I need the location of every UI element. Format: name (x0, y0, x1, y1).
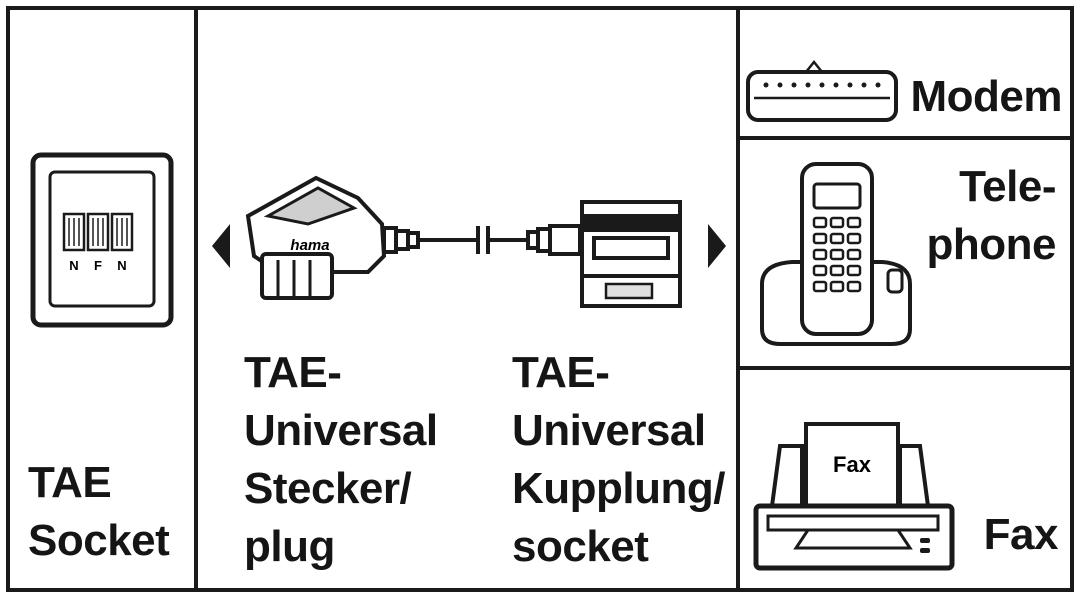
tae-plug-icon (245, 175, 420, 300)
jack-letter-n1: N (69, 258, 78, 273)
telephone-icon (760, 162, 912, 346)
socket-panel: N F N TAE Socket (6, 6, 198, 592)
modem-label: Modem (910, 72, 1063, 121)
telephone-panel: Tele- phone (736, 136, 1074, 370)
plug-label: TAE- Universal Stecker/ plug (244, 348, 438, 571)
modem-panel: Modem (736, 6, 1074, 140)
modem-icon (746, 59, 898, 122)
connector-panel: hama TAE- Universal Stecker/ plug TAE- U… (194, 6, 740, 592)
coupling-label: TAE- Universal Kupplung/ socket (512, 348, 726, 571)
arrow-right-icon (708, 224, 726, 268)
connector-illustration: hama (212, 175, 726, 308)
jack-letter-f: F (94, 258, 102, 273)
tae-coupling-icon (526, 200, 682, 308)
telephone-label: Tele- phone (926, 162, 1057, 269)
fax-label: Fax (983, 510, 1059, 559)
jack-letter-n2: N (117, 258, 126, 273)
fax-paper-text: Fax (833, 452, 872, 477)
brand-logo: hama (290, 237, 329, 254)
fax-panel: Fax Fax (736, 366, 1074, 592)
fax-icon: Fax (753, 422, 955, 571)
tae-socket-icon: N F N (30, 152, 174, 328)
socket-label: TAE Socket (28, 458, 170, 565)
